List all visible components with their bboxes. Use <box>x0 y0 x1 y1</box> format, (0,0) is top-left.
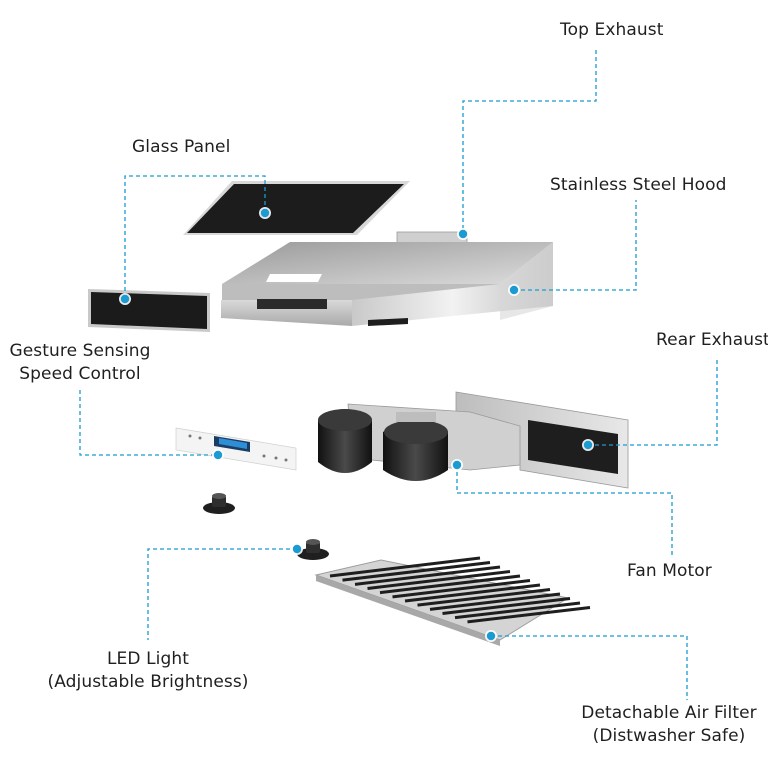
filter-slats <box>329 556 591 624</box>
filter-slat <box>367 570 511 590</box>
led-light-right <box>297 539 329 560</box>
leader-air-filter <box>491 635 688 700</box>
filter-slat <box>392 579 531 599</box>
leader-lines <box>79 48 718 700</box>
dot-gesture-panel <box>213 450 223 460</box>
filter-slat <box>429 592 561 611</box>
leader-top-exhaust <box>462 48 597 236</box>
filter-slat <box>454 601 581 620</box>
dot-front-glass <box>120 294 130 304</box>
fan-motor-assembly <box>318 403 521 481</box>
dot-top-exhaust <box>458 229 468 239</box>
filter-slat <box>379 574 521 595</box>
label-stainless-steel-hood: Stainless Steel Hood <box>550 175 727 195</box>
filter-slat <box>404 583 541 603</box>
dot-led-light <box>292 544 302 554</box>
label-fan-motor: Fan Motor <box>627 561 712 581</box>
filter-slat <box>467 606 591 624</box>
leader-led <box>147 548 297 640</box>
label-detachable-air-filter: Detachable Air Filter (Distwasher Safe) <box>581 703 757 746</box>
glass-panel-part <box>183 181 410 235</box>
label-glass-panel: Glass Panel <box>132 137 231 157</box>
filter-slat <box>329 556 481 578</box>
filter-slat <box>354 565 501 586</box>
dot-rear-exhaust <box>583 440 593 450</box>
callout-dots <box>119 207 594 642</box>
filter-slat <box>417 588 551 607</box>
label-rear-exhaust: Rear Exhaust <box>656 330 768 350</box>
front-glass-strip <box>88 289 210 332</box>
leader-gesture <box>79 390 218 456</box>
label-top-exhaust: Top Exhaust <box>560 20 664 40</box>
dot-glass-panel <box>260 208 270 218</box>
led-light-left <box>203 493 235 514</box>
leader-stainless-hood <box>514 200 637 291</box>
filter-slat <box>442 597 571 615</box>
leader-glass-panel <box>124 175 266 299</box>
range-hood-body <box>221 231 553 326</box>
label-gesture-sensing: Gesture Sensing Speed Control <box>9 341 151 384</box>
dot-stainless-hood <box>509 285 519 295</box>
leader-rear-exhaust <box>588 357 718 446</box>
dot-fan-motor <box>452 460 462 470</box>
gesture-control-panel <box>175 427 297 471</box>
leader-fan-motor <box>456 465 673 556</box>
filter-slat <box>342 561 491 582</box>
dot-air-filter <box>486 631 496 641</box>
label-led-light: LED Light (Adjustable Brightness) <box>47 649 249 692</box>
air-filter-part <box>314 556 591 646</box>
